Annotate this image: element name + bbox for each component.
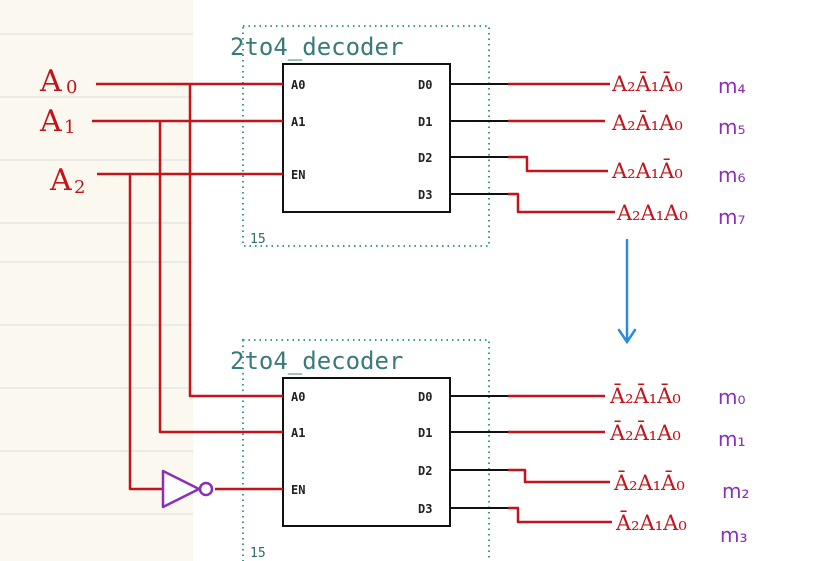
minterm-labels: m₄ m₅ m₆ m₇ m₀ m₁ m₂ m₃ — [718, 74, 750, 547]
pin-a1: A1 — [291, 426, 305, 440]
pin-d1: D1 — [418, 426, 432, 440]
pin-a1: A1 — [291, 115, 305, 129]
pin-d3: D3 — [418, 502, 432, 516]
wire-bot-d2 — [508, 468, 610, 484]
down-arrow-icon — [617, 238, 637, 345]
pin-d0: D0 — [418, 390, 432, 404]
expr-bot-2: Ā₂A₁Ā₀ — [613, 471, 685, 495]
minterm-m5: m₅ — [718, 115, 746, 139]
wire-top-d2 — [508, 155, 608, 173]
minterm-m7: m₇ — [718, 205, 746, 229]
wire-bot-d3 — [508, 506, 612, 524]
pin-d0: D0 — [418, 78, 432, 92]
decoder-top: 2to4_decoder 15 A0 A1 EN D0 D1 D2 D3 — [230, 25, 508, 247]
pin-d2: D2 — [418, 464, 432, 478]
minterm-m2: m₂ — [722, 479, 750, 503]
pin-en: EN — [291, 483, 305, 497]
input-a0-letter: A — [39, 64, 62, 99]
pin-d1: D1 — [418, 115, 432, 129]
input-labels: A 0 A 1 A 2 — [39, 64, 85, 198]
expr-top-1: A₂Ā₁A₀ — [611, 111, 683, 135]
decoder-bottom-number: 15 — [250, 546, 266, 561]
not-gate-bubble — [198, 481, 214, 497]
expr-bot-1: Ā₂Ā₁A₀ — [609, 421, 681, 445]
input-a0-sub: 0 — [66, 77, 77, 98]
input-a2-sub: 2 — [74, 177, 85, 198]
decoder-bottom-dotted-border — [242, 339, 490, 561]
decoder-bottom: 2to4_decoder 15 A0 A1 EN D0 D1 D2 D3 — [230, 339, 508, 561]
pin-en: EN — [291, 168, 305, 182]
decoder-bottom-body — [282, 377, 451, 527]
expr-bot-3: Ā₂A₁A₀ — [615, 511, 687, 535]
expr-top-2: A₂A₁Ā₀ — [611, 159, 683, 183]
decoder-bottom-title: 2to4_decoder — [230, 347, 403, 375]
wire-a2 — [97, 172, 283, 491]
decoder-top-dotted-border — [242, 25, 490, 247]
decoder-top-number: 15 — [250, 232, 266, 247]
input-a1-letter: A — [39, 104, 62, 139]
not-gate — [161, 469, 214, 509]
pin-a0: A0 — [291, 78, 305, 92]
input-a1-sub: 1 — [64, 117, 75, 138]
wire-a1 — [92, 119, 283, 434]
output-wires — [508, 82, 615, 524]
minterm-m1: m₁ — [718, 427, 746, 451]
input-a2-letter: A — [49, 163, 72, 198]
output-expressions: A₂Ā₁Ā₀ A₂Ā₁A₀ A₂A₁Ā₀ A₂A₁A₀ Ā₂Ā₁Ā₀ Ā₂Ā₁A… — [609, 72, 688, 535]
decoder-top-body — [282, 63, 451, 213]
wire-a0 — [96, 82, 283, 398]
minterm-m0: m₀ — [718, 385, 746, 409]
wire-top-d3 — [508, 192, 615, 214]
expr-top-0: A₂Ā₁Ā₀ — [611, 72, 683, 96]
expr-bot-0: Ā₂Ā₁Ā₀ — [609, 384, 681, 408]
input-wires — [92, 82, 283, 491]
not-gate-triangle — [161, 469, 201, 509]
expr-top-3: A₂A₁A₀ — [616, 201, 688, 225]
minterm-m6: m₆ — [718, 163, 746, 187]
minterm-m4: m₄ — [718, 74, 746, 98]
pin-d2: D2 — [418, 151, 432, 165]
decoder-top-title: 2to4_decoder — [230, 33, 403, 61]
minterm-m3: m₃ — [720, 523, 748, 547]
pin-d3: D3 — [418, 188, 432, 202]
pin-a0: A0 — [291, 390, 305, 404]
